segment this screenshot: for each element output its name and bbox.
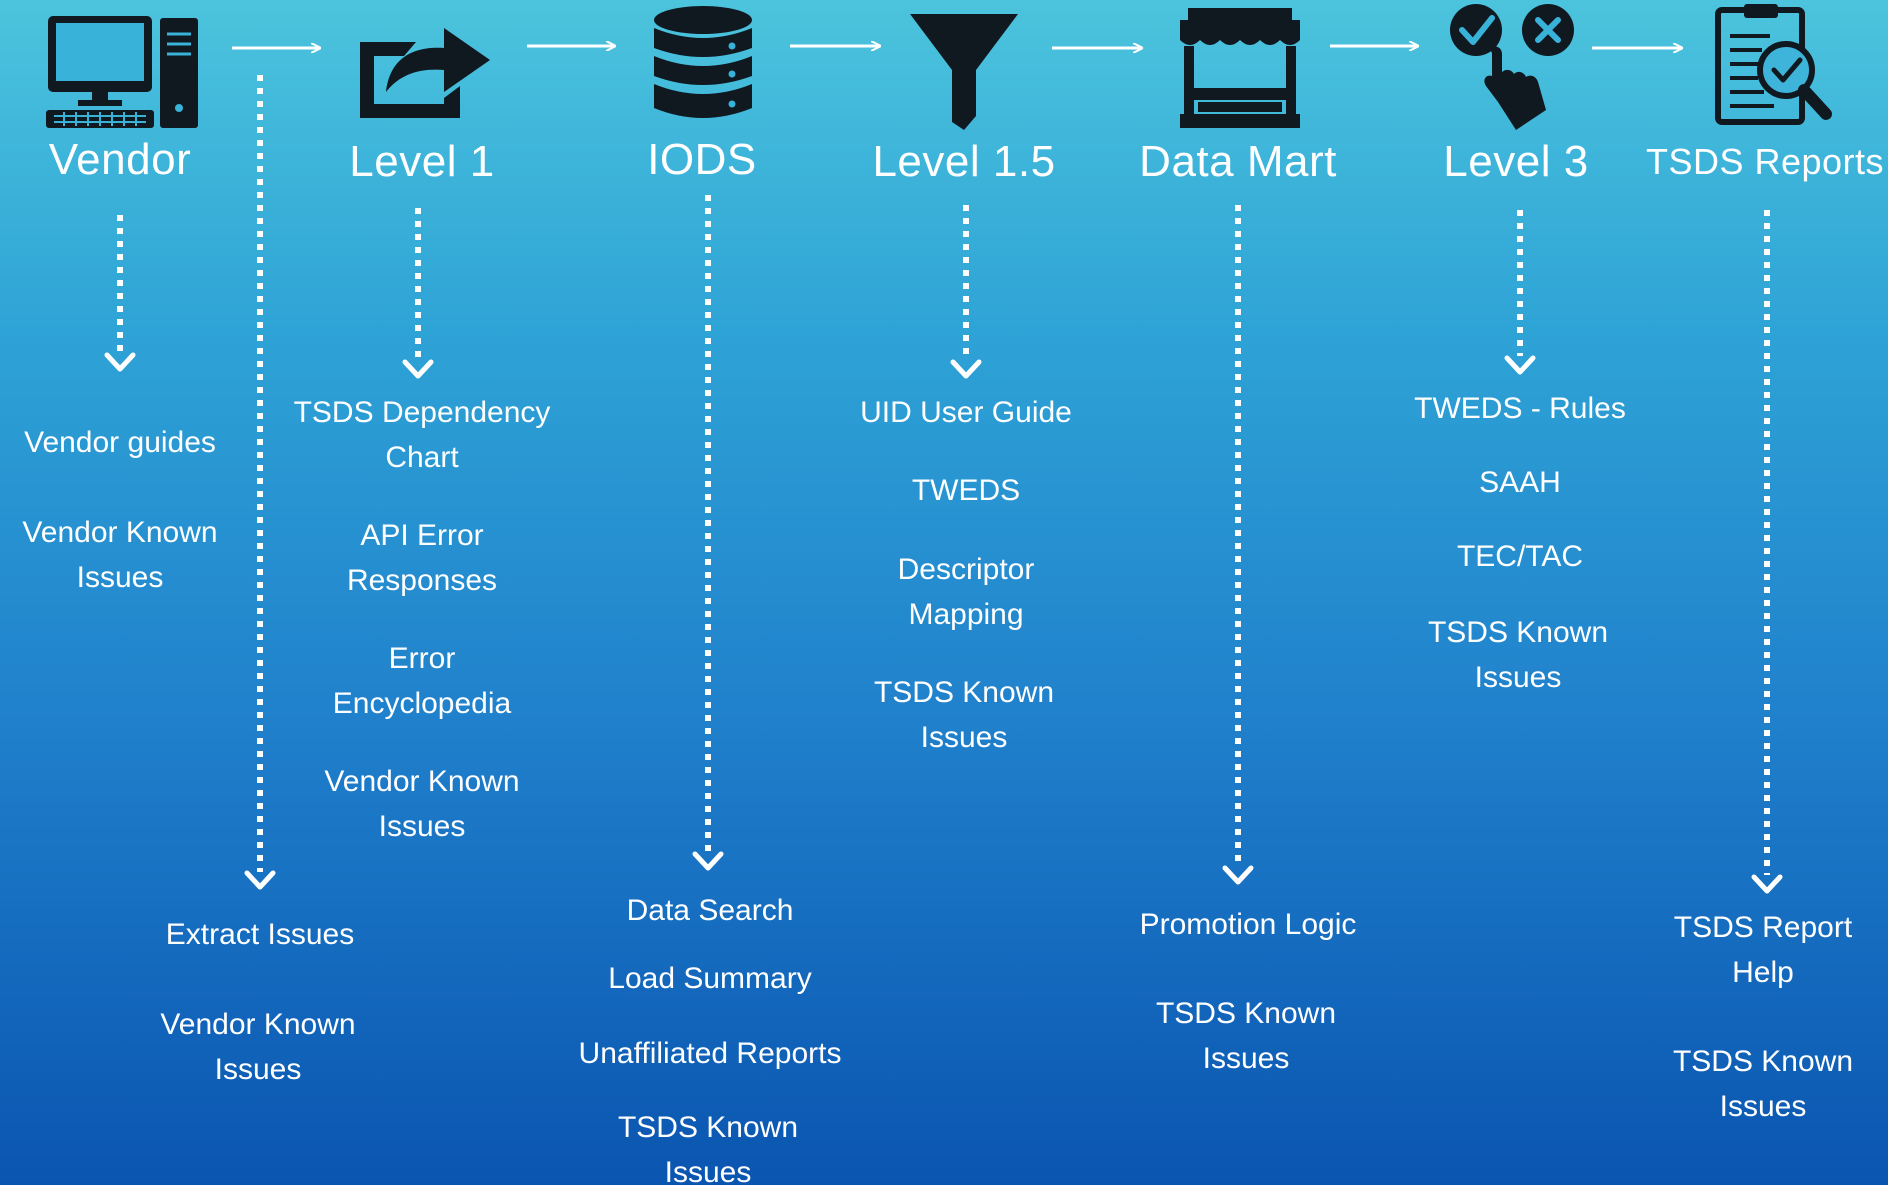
level3-tsds-known-issues-link[interactable]: TSDS Known Issues: [1427, 616, 1609, 694]
check-cross-hand-icon: [1450, 4, 1574, 130]
reports-tsds-known-issues-link[interactable]: TSDS Known Issues: [1672, 1045, 1854, 1123]
stage-title-level15: Level 1.5: [872, 137, 1056, 186]
funnel-filter-icon: [910, 14, 1018, 130]
extract-vendor-known-issues-link[interactable]: Vendor Known Issues: [160, 1008, 356, 1086]
arrowhead-level15: [950, 359, 982, 379]
load-summary-link[interactable]: Load Summary: [608, 962, 812, 995]
api-error-responses-link[interactable]: API Error Responses: [346, 519, 498, 597]
level15-tsds-known-issues-link[interactable]: TSDS Known Issues: [873, 676, 1055, 754]
stage-title-iods: IODS: [647, 135, 757, 184]
arrowhead-level1: [402, 359, 434, 379]
stage-title-vendor: Vendor: [48, 135, 192, 184]
tec-tac-link[interactable]: TEC/TAC: [1456, 540, 1584, 573]
tsds-report-help-link[interactable]: TSDS Report Help: [1673, 911, 1853, 989]
level1-vendor-known-issues-link[interactable]: Vendor Known Issues: [324, 765, 520, 843]
arrowhead-iods: [692, 851, 724, 871]
share-export-icon: [360, 28, 490, 118]
descriptor-mapping-link[interactable]: Descriptor Mapping: [897, 553, 1035, 631]
datamart-tsds-known-issues-link[interactable]: TSDS Known Issues: [1155, 997, 1337, 1075]
stage-title-tsds-reports: TSDS Reports: [1645, 141, 1885, 182]
stage-title-level3: Level 3: [1443, 137, 1589, 186]
vertical-arrows: [117, 75, 1770, 875]
stage-title-datamart: Data Mart: [1139, 137, 1337, 186]
arrowhead-vendor: [104, 352, 136, 372]
tsds-dependency-chart-link[interactable]: TSDS Dependency Chart: [293, 396, 551, 474]
saah-link[interactable]: SAAH: [1479, 466, 1561, 499]
arrowhead-datamart: [1222, 865, 1254, 885]
arrowheads: [104, 352, 1783, 894]
unaffiliated-reports-link[interactable]: Unaffiliated Reports: [578, 1037, 842, 1070]
vendor-known-issues-link[interactable]: Vendor Known Issues: [22, 516, 218, 594]
market-stall-icon: [1180, 8, 1300, 128]
data-search-link[interactable]: Data Search: [626, 894, 794, 927]
arrowhead-reports: [1751, 874, 1783, 894]
arrowhead-level3: [1504, 355, 1536, 375]
uid-user-guide-link[interactable]: UID User Guide: [860, 396, 1072, 429]
stage-title-level1: Level 1: [349, 137, 495, 186]
desktop-computer-icon: [46, 16, 198, 128]
tweds-link[interactable]: TWEDS: [911, 474, 1021, 507]
tweds-rules-link[interactable]: TWEDS - Rules: [1414, 392, 1626, 425]
database-icon: [654, 6, 752, 118]
promotion-logic-link[interactable]: Promotion Logic: [1139, 908, 1357, 941]
extract-issues-link[interactable]: Extract Issues: [165, 918, 355, 951]
arrowhead-extract: [244, 870, 276, 890]
error-encyclopedia-link[interactable]: Error Encyclopedia: [332, 642, 512, 720]
horizontal-arrows: [232, 46, 1682, 48]
vendor-guides-link[interactable]: Vendor guides: [24, 426, 216, 459]
report-magnifier-icon: [1715, 4, 1832, 125]
iods-tsds-known-issues-link[interactable]: TSDS Known Issues: [617, 1111, 799, 1185]
